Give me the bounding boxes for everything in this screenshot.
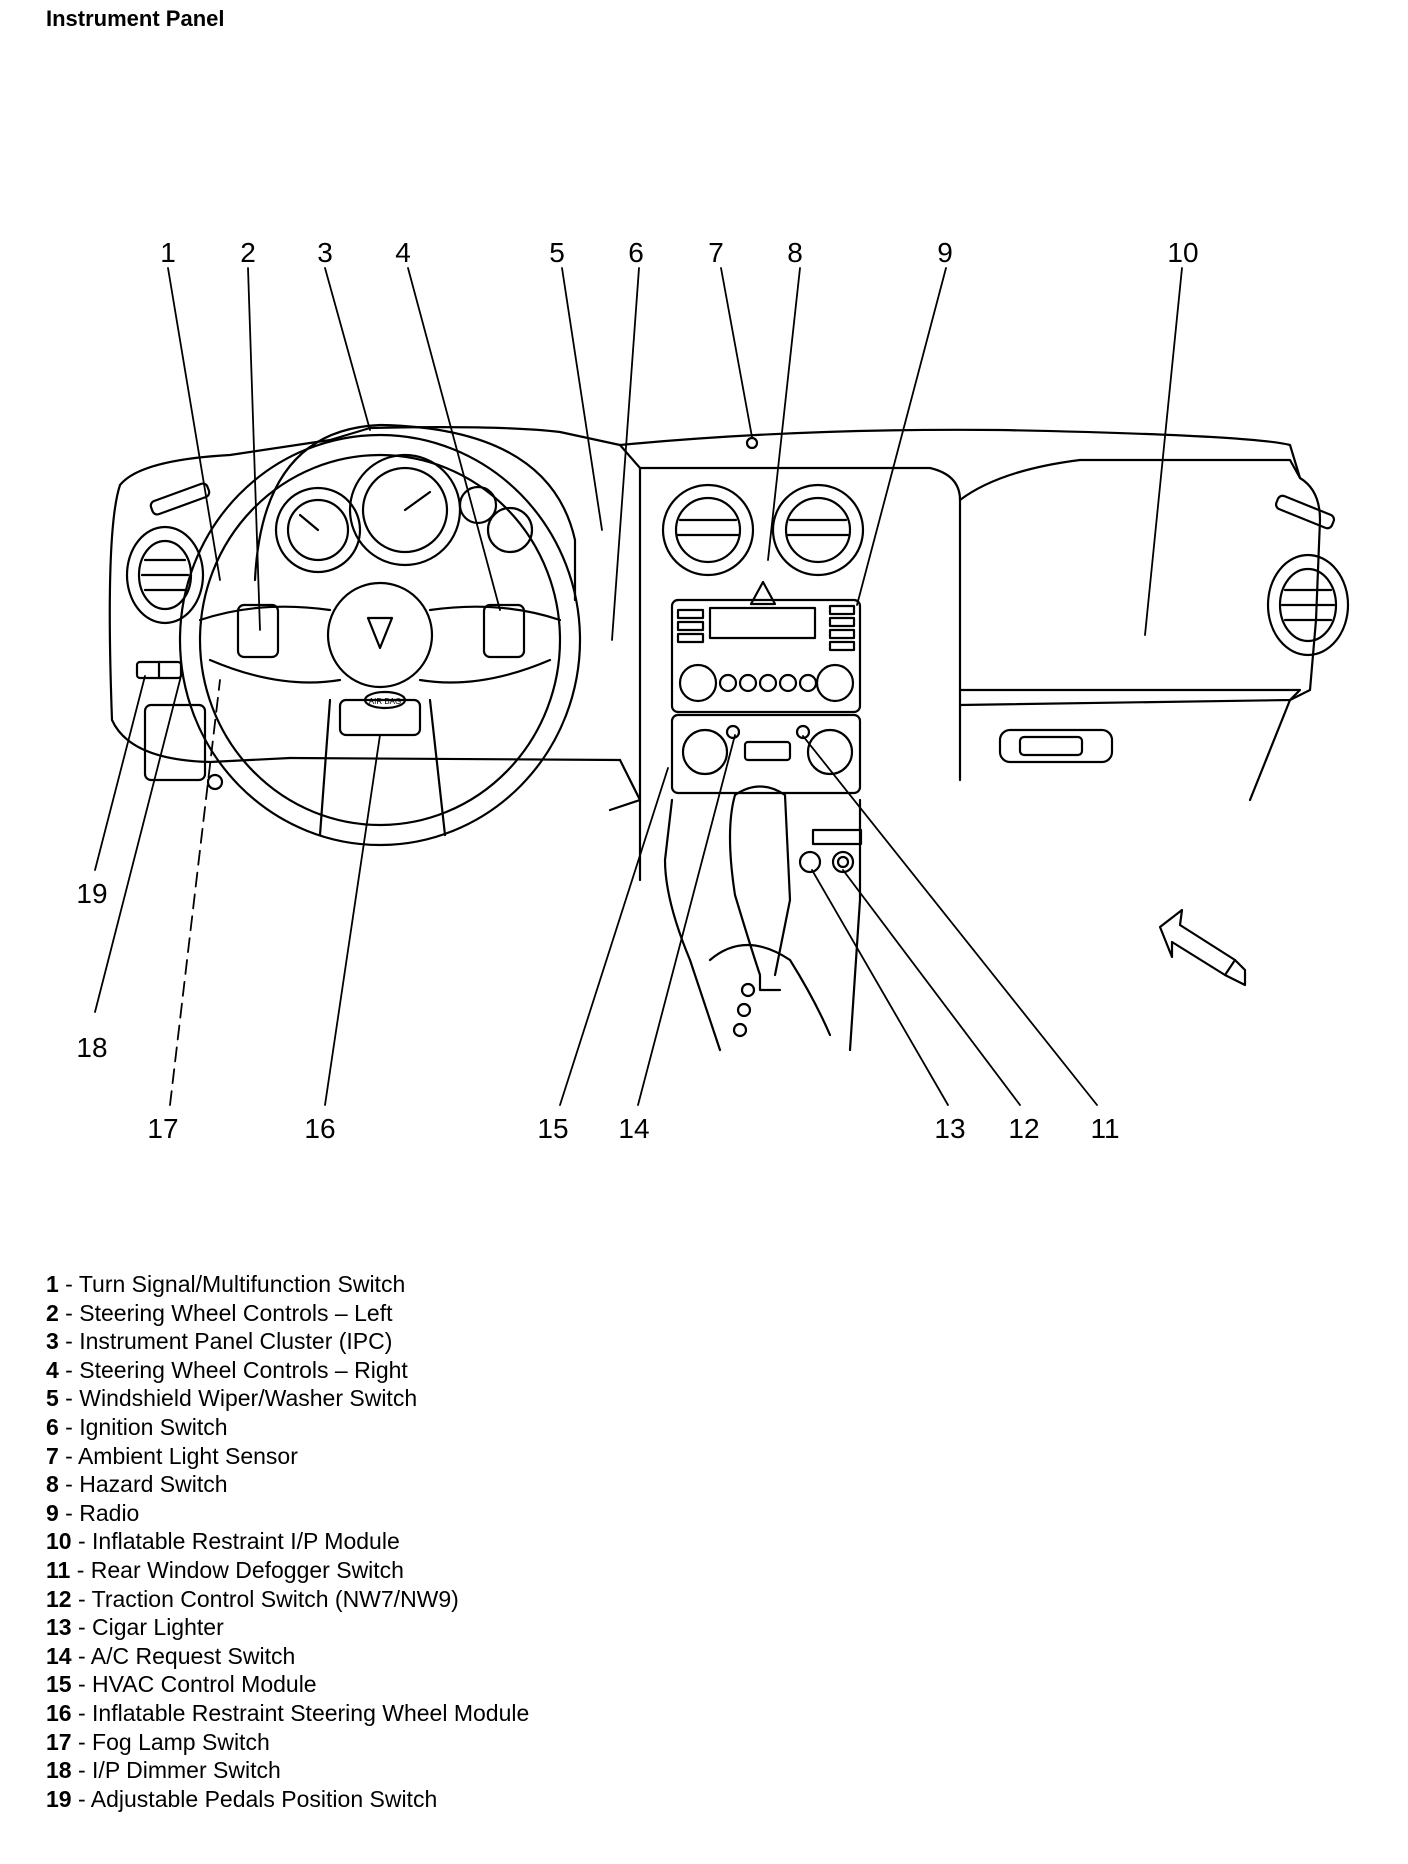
callout-3: 3 (317, 237, 333, 268)
legend-item: 18 - I/P Dimmer Switch (46, 1757, 281, 1784)
callout-16: 16 (304, 1113, 335, 1144)
callout-18: 18 (76, 1032, 107, 1063)
left-side-vent (125, 525, 205, 625)
legend-item: 13 - Cigar Lighter (46, 1614, 224, 1641)
legend-item: 19 - Adjustable Pedals Position Switch (46, 1785, 438, 1812)
legend-item: 14 - A/C Request Switch (46, 1642, 296, 1669)
center-console (663, 785, 863, 1052)
callout-13: 13 (934, 1113, 965, 1144)
airbag-label: AIR BAG (369, 697, 401, 706)
radio-unit (670, 598, 862, 714)
hvac-panel (670, 713, 862, 795)
center-vents (661, 483, 865, 577)
callout-9: 9 (937, 237, 953, 268)
legend-item: 1 - Turn Signal/Multifunction Switch (46, 1271, 406, 1297)
instrument-cluster (253, 423, 577, 602)
legend-item: 15 - HVAC Control Module (46, 1671, 317, 1698)
callout-2: 2 (240, 237, 256, 268)
legend-list: 1 - Turn Signal/Multifunction Switch 2 -… (46, 1270, 529, 1813)
defrost-vents (149, 482, 1336, 530)
direction-arrow-icon (1158, 908, 1247, 987)
legend-item: 8 - Hazard Switch (46, 1471, 228, 1498)
callout-numbers: 1 2 3 4 5 6 7 8 9 10 11 12 13 14 15 16 1… (76, 237, 1198, 1144)
callout-8: 8 (787, 237, 803, 268)
legend-item: 10 - Inflatable Restraint I/P Module (46, 1528, 400, 1555)
legend-item: 7 - Ambient Light Sensor (46, 1442, 298, 1469)
lower-left-switches (135, 660, 224, 791)
legend-item: 12 - Traction Control Switch (NW7/NW9) (46, 1585, 459, 1612)
legend-item: 5 - Windshield Wiper/Washer Switch (46, 1385, 418, 1412)
callout-5: 5 (549, 237, 565, 268)
instrument-panel-diagram: AIR BAG (76, 237, 1350, 1144)
legend-item: 17 - Fog Lamp Switch (46, 1728, 270, 1755)
legend-item: 4 - Steering Wheel Controls – Right (46, 1356, 408, 1383)
glove-box (998, 728, 1114, 764)
legend-item: 2 - Steering Wheel Controls – Left (46, 1299, 393, 1326)
leader-lines (94, 267, 1183, 1106)
callout-17: 17 (147, 1113, 178, 1144)
dashboard-outline (108, 426, 1322, 882)
callout-12: 12 (1008, 1113, 1039, 1144)
callout-14: 14 (618, 1113, 649, 1144)
legend-item: 3 - Instrument Panel Cluster (IPC) (46, 1328, 393, 1355)
right-side-vent (1266, 553, 1350, 657)
callout-11: 11 (1090, 1113, 1119, 1144)
callout-6: 6 (628, 237, 644, 268)
callout-1: 1 (160, 237, 176, 268)
legend-item: 9 - Radio (46, 1499, 140, 1526)
ambient-light-sensor (745, 436, 759, 450)
legend-item: 6 - Ignition Switch (46, 1413, 228, 1440)
legend-item: 16 - Inflatable Restraint Steering Wheel… (46, 1699, 530, 1726)
callout-4: 4 (395, 237, 411, 268)
page-title: Instrument Panel (46, 6, 225, 31)
callout-10: 10 (1167, 237, 1198, 268)
hazard-switch-icon (749, 580, 777, 606)
callout-19: 19 (76, 878, 107, 909)
steering-wheel (178, 433, 582, 847)
callout-15: 15 (537, 1113, 568, 1144)
legend-item: 11 - Rear Window Defogger Switch (46, 1556, 404, 1583)
callout-7: 7 (708, 237, 724, 268)
